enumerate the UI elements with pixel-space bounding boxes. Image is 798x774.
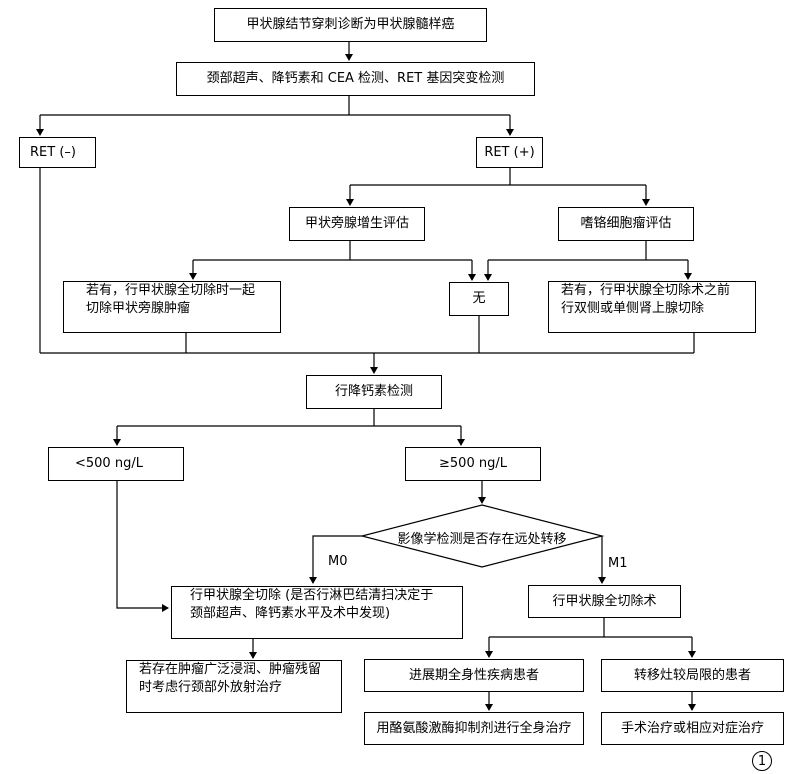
node-start-text: 甲状腺结节穿刺诊断为甲状腺髓样癌	[246, 17, 455, 33]
node-radiotherapy: 若存在肿瘤广泛浸润、肿瘤残留 时考虑行颈部外放射治疗	[126, 660, 342, 713]
node-screening: 颈部超声、降钙素和 CEA 检测、RET 基因突变检测	[176, 62, 535, 96]
node-ret-positive-text: RET (+)	[484, 144, 535, 160]
node-calcitonin-text: 行降钙素检测	[334, 384, 413, 400]
node-pheo-eval: 嗜铬细胞瘤评估	[558, 207, 694, 241]
node-m1-thyroidectomy: 行甲状腺全切除术	[528, 585, 681, 618]
node-pheo-action: 若有，行甲状腺全切除术之前 行双侧或单侧肾上腺切除	[548, 281, 756, 333]
edge-label-m1: M1	[608, 556, 628, 571]
node-screening-text: 颈部超声、降钙素和 CEA 检测、RET 基因突变检测	[206, 71, 505, 87]
node-calcitonin-low: <500 ng/L	[48, 447, 184, 481]
node-systemic-therapy-text: 用酪氨酸激酶抑制剂进行全身治疗	[376, 720, 572, 736]
node-ret-negative-text: RET (–)	[30, 144, 76, 160]
node-radiotherapy-line1: 若存在肿瘤广泛浸润、肿瘤残留	[139, 662, 322, 677]
edge-label-m0: M0	[328, 554, 348, 569]
node-systemic-therapy: 用酪氨酸激酶抑制剂进行全身治疗	[364, 712, 584, 745]
node-imaging-text: 影像学检测是否存在远处转移	[397, 532, 567, 547]
node-progressive-text: 进展期全身性疾病患者	[408, 667, 539, 683]
node-total-thyroidectomy: 行甲状腺全切除 (是否行淋巴结清扫决定于 颈部超声、降钙素水平及术中发现)	[171, 586, 463, 639]
node-total-thyroidectomy-line2: 颈部超声、降钙素水平及术中发现)	[190, 605, 391, 621]
node-radiotherapy-line2: 时考虑行颈部外放射治疗	[139, 679, 283, 695]
figure-number-badge: 1	[752, 751, 772, 771]
connector-m0	[309, 535, 362, 584]
node-calcitonin-high-text: ≥500 ng/L	[439, 456, 507, 472]
node-parathyroid-eval: 甲状旁腺增生评估	[289, 207, 425, 241]
node-pheo-eval-text: 嗜铬细胞瘤评估	[580, 216, 672, 232]
node-localized-text: 转移灶较局限的患者	[633, 667, 751, 683]
node-parathyroid-action: 若有，行甲状腺全切除时一起 切除甲状旁腺肿瘤	[63, 281, 281, 333]
connector-low-to-thyroidectomy	[116, 481, 169, 612]
node-pheo-action-line1: 若有，行甲状腺全切除术之前	[561, 283, 731, 298]
node-surgery-text: 手术治疗或相应对症治疗	[620, 720, 764, 736]
figure-number-text: 1	[757, 753, 767, 769]
node-calcitonin-low-text: <500 ng/L	[75, 456, 143, 472]
node-parathyroid-action-line1: 若有，行甲状腺全切除时一起	[86, 283, 256, 298]
node-ret-positive: RET (+)	[476, 137, 543, 168]
node-localized: 转移灶较局限的患者	[601, 659, 784, 692]
node-total-thyroidectomy-line1: 行甲状腺全切除 (是否行淋巴结清扫决定于	[190, 588, 434, 603]
node-surgery: 手术治疗或相应对症治疗	[601, 712, 784, 745]
imaging-decision-diamond	[359, 504, 605, 568]
node-pheo-action-line2: 行双侧或单侧肾上腺切除	[561, 300, 705, 316]
node-progressive: 进展期全身性疾病患者	[364, 659, 584, 692]
node-parathyroid-action-line2: 切除甲状旁腺肿瘤	[86, 300, 191, 316]
node-none-text: 无	[472, 291, 486, 307]
node-calcitonin: 行降钙素检测	[306, 375, 442, 409]
node-m1-thyroidectomy-text: 行甲状腺全切除术	[552, 593, 657, 609]
node-calcitonin-high: ≥500 ng/L	[405, 447, 541, 481]
node-none: 无	[449, 282, 509, 316]
node-parathyroid-eval-text: 甲状旁腺增生评估	[304, 216, 409, 232]
node-ret-negative: RET (–)	[19, 137, 96, 168]
node-start: 甲状腺结节穿刺诊断为甲状腺髓样癌	[214, 8, 487, 42]
